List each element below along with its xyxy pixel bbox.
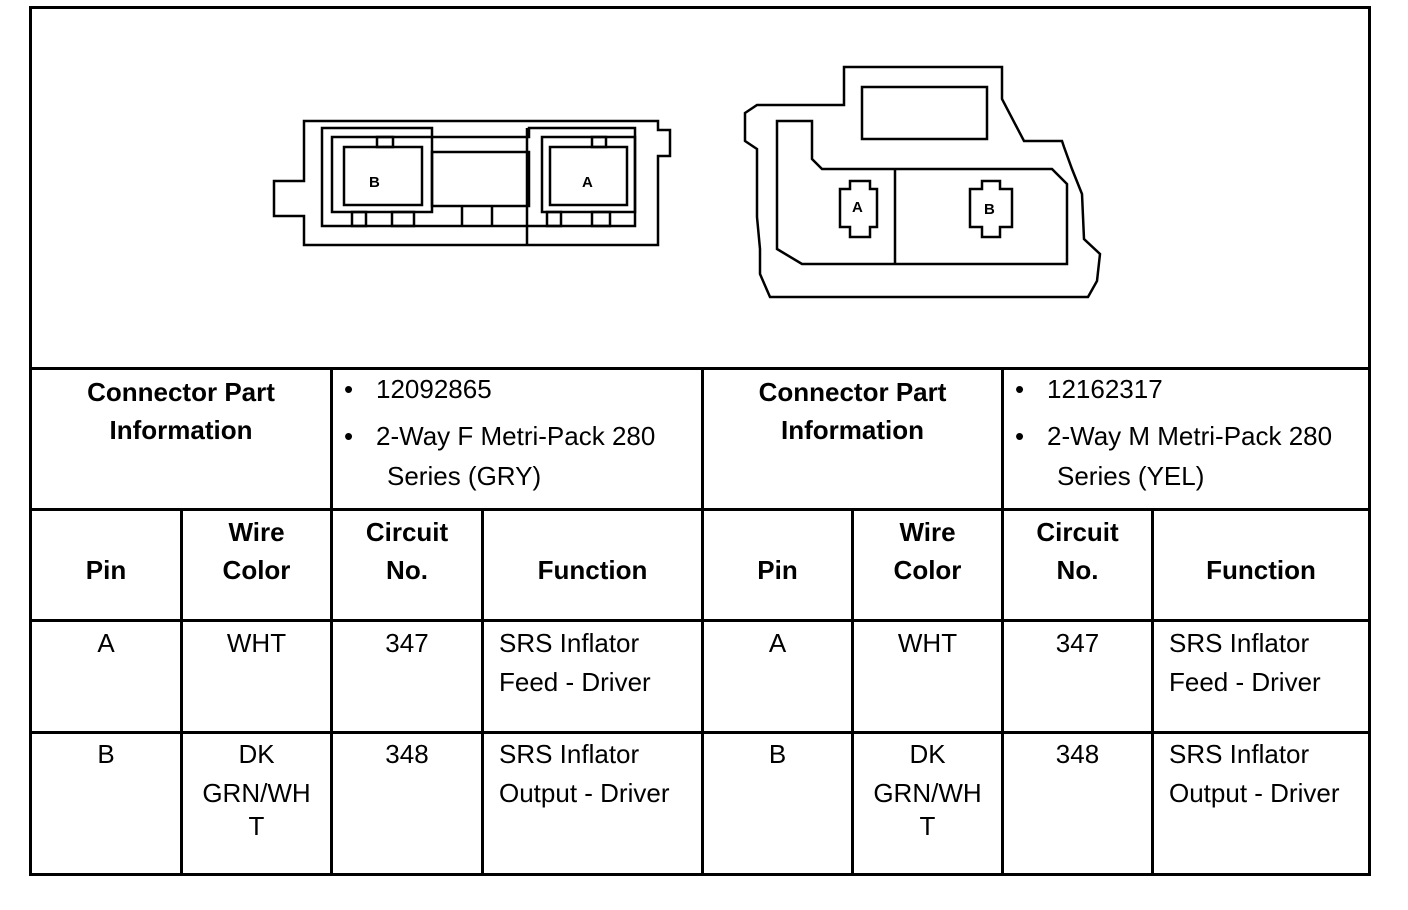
row-b-circuit: 348 (385, 739, 429, 769)
header-wire-color-1: Wire (228, 517, 285, 547)
divider-line (330, 367, 333, 873)
right-connector-drawing (743, 65, 1102, 299)
divider-line (32, 619, 1368, 622)
connector-part-info-label: Connector Part Information (758, 377, 947, 445)
row-b-wire-color-2: GRN/WH (202, 778, 311, 808)
row-b-wire-color-1: DK (909, 739, 946, 769)
divider-line (1151, 508, 1154, 873)
connector-drawings (272, 65, 1102, 299)
divider-line (481, 508, 484, 873)
row-b-function-1: SRS Inflator (499, 739, 640, 769)
left-pin-a-label: A (582, 174, 593, 191)
divider-line (32, 508, 1368, 511)
header-circuit-2: No. (386, 555, 428, 585)
row-a-function-2: Feed - Driver (499, 667, 651, 697)
divider-line (32, 731, 1368, 734)
row-b-wire-color-3: T (248, 811, 265, 841)
row-a-function-1: SRS Inflator (1169, 628, 1310, 658)
row-a-function-1: SRS Inflator (499, 628, 640, 658)
row-b-circuit: 348 (1055, 739, 1100, 769)
row-b-pin: B (97, 739, 115, 769)
connector-diagram-area: B A A B (32, 9, 1368, 369)
part-number: 12092865 (376, 374, 492, 404)
description-line2: Series (YEL) (1057, 461, 1205, 491)
header-function: Function (537, 555, 648, 585)
left-pin-b-label: B (369, 174, 380, 191)
divider-line (851, 508, 854, 873)
description-line1: 2-Way M Metri-Pack 280 (1047, 421, 1333, 451)
description-line2: Series (GRY) (387, 461, 542, 491)
header-pin: Pin (757, 555, 798, 585)
description-line1: 2-Way F Metri-Pack 280 (376, 421, 656, 451)
header-wire-color-2: Color (893, 555, 962, 585)
row-b-function-1: SRS Inflator (1169, 739, 1310, 769)
divider-line (180, 508, 183, 873)
row-b-function-2: Output - Driver (1169, 778, 1340, 808)
header-wire-color-2: Color (222, 555, 291, 585)
header-wire-color-1: Wire (899, 517, 956, 547)
right-pin-a-label: A (852, 199, 863, 216)
row-a-wire-color: WHT (226, 628, 287, 658)
part-number: 12162317 (1047, 374, 1163, 404)
divider-line (32, 367, 1368, 370)
row-a-wire-color: WHT (897, 628, 958, 658)
row-a-circuit: 347 (1055, 628, 1100, 658)
header-circuit-1: Circuit (365, 517, 449, 547)
divider-line (701, 367, 704, 873)
row-b-wire-color-3: T (919, 811, 936, 841)
row-a-function-2: Feed - Driver (1169, 667, 1321, 697)
row-a-pin: A (768, 628, 787, 658)
header-function: Function (1206, 555, 1316, 585)
right-pin-b-label: B (984, 201, 995, 218)
row-b-wire-color-1: DK (238, 739, 275, 769)
connector-part-info-label: Connector Part Information (87, 377, 275, 445)
row-a-pin: A (97, 628, 115, 658)
connector-end-view-sheet: B A A B Connector Part Information • 120… (29, 6, 1371, 876)
header-pin: Pin (85, 555, 127, 585)
left-connector-drawing (272, 119, 672, 247)
header-circuit-1: Circuit (1036, 517, 1119, 547)
header-circuit-2: No. (1056, 555, 1099, 585)
row-a-circuit: 347 (385, 628, 429, 658)
row-b-function-2: Output - Driver (499, 778, 670, 808)
row-b-pin: B (768, 739, 787, 769)
row-b-wire-color-2: GRN/WH (873, 778, 982, 808)
divider-line (1001, 367, 1004, 873)
